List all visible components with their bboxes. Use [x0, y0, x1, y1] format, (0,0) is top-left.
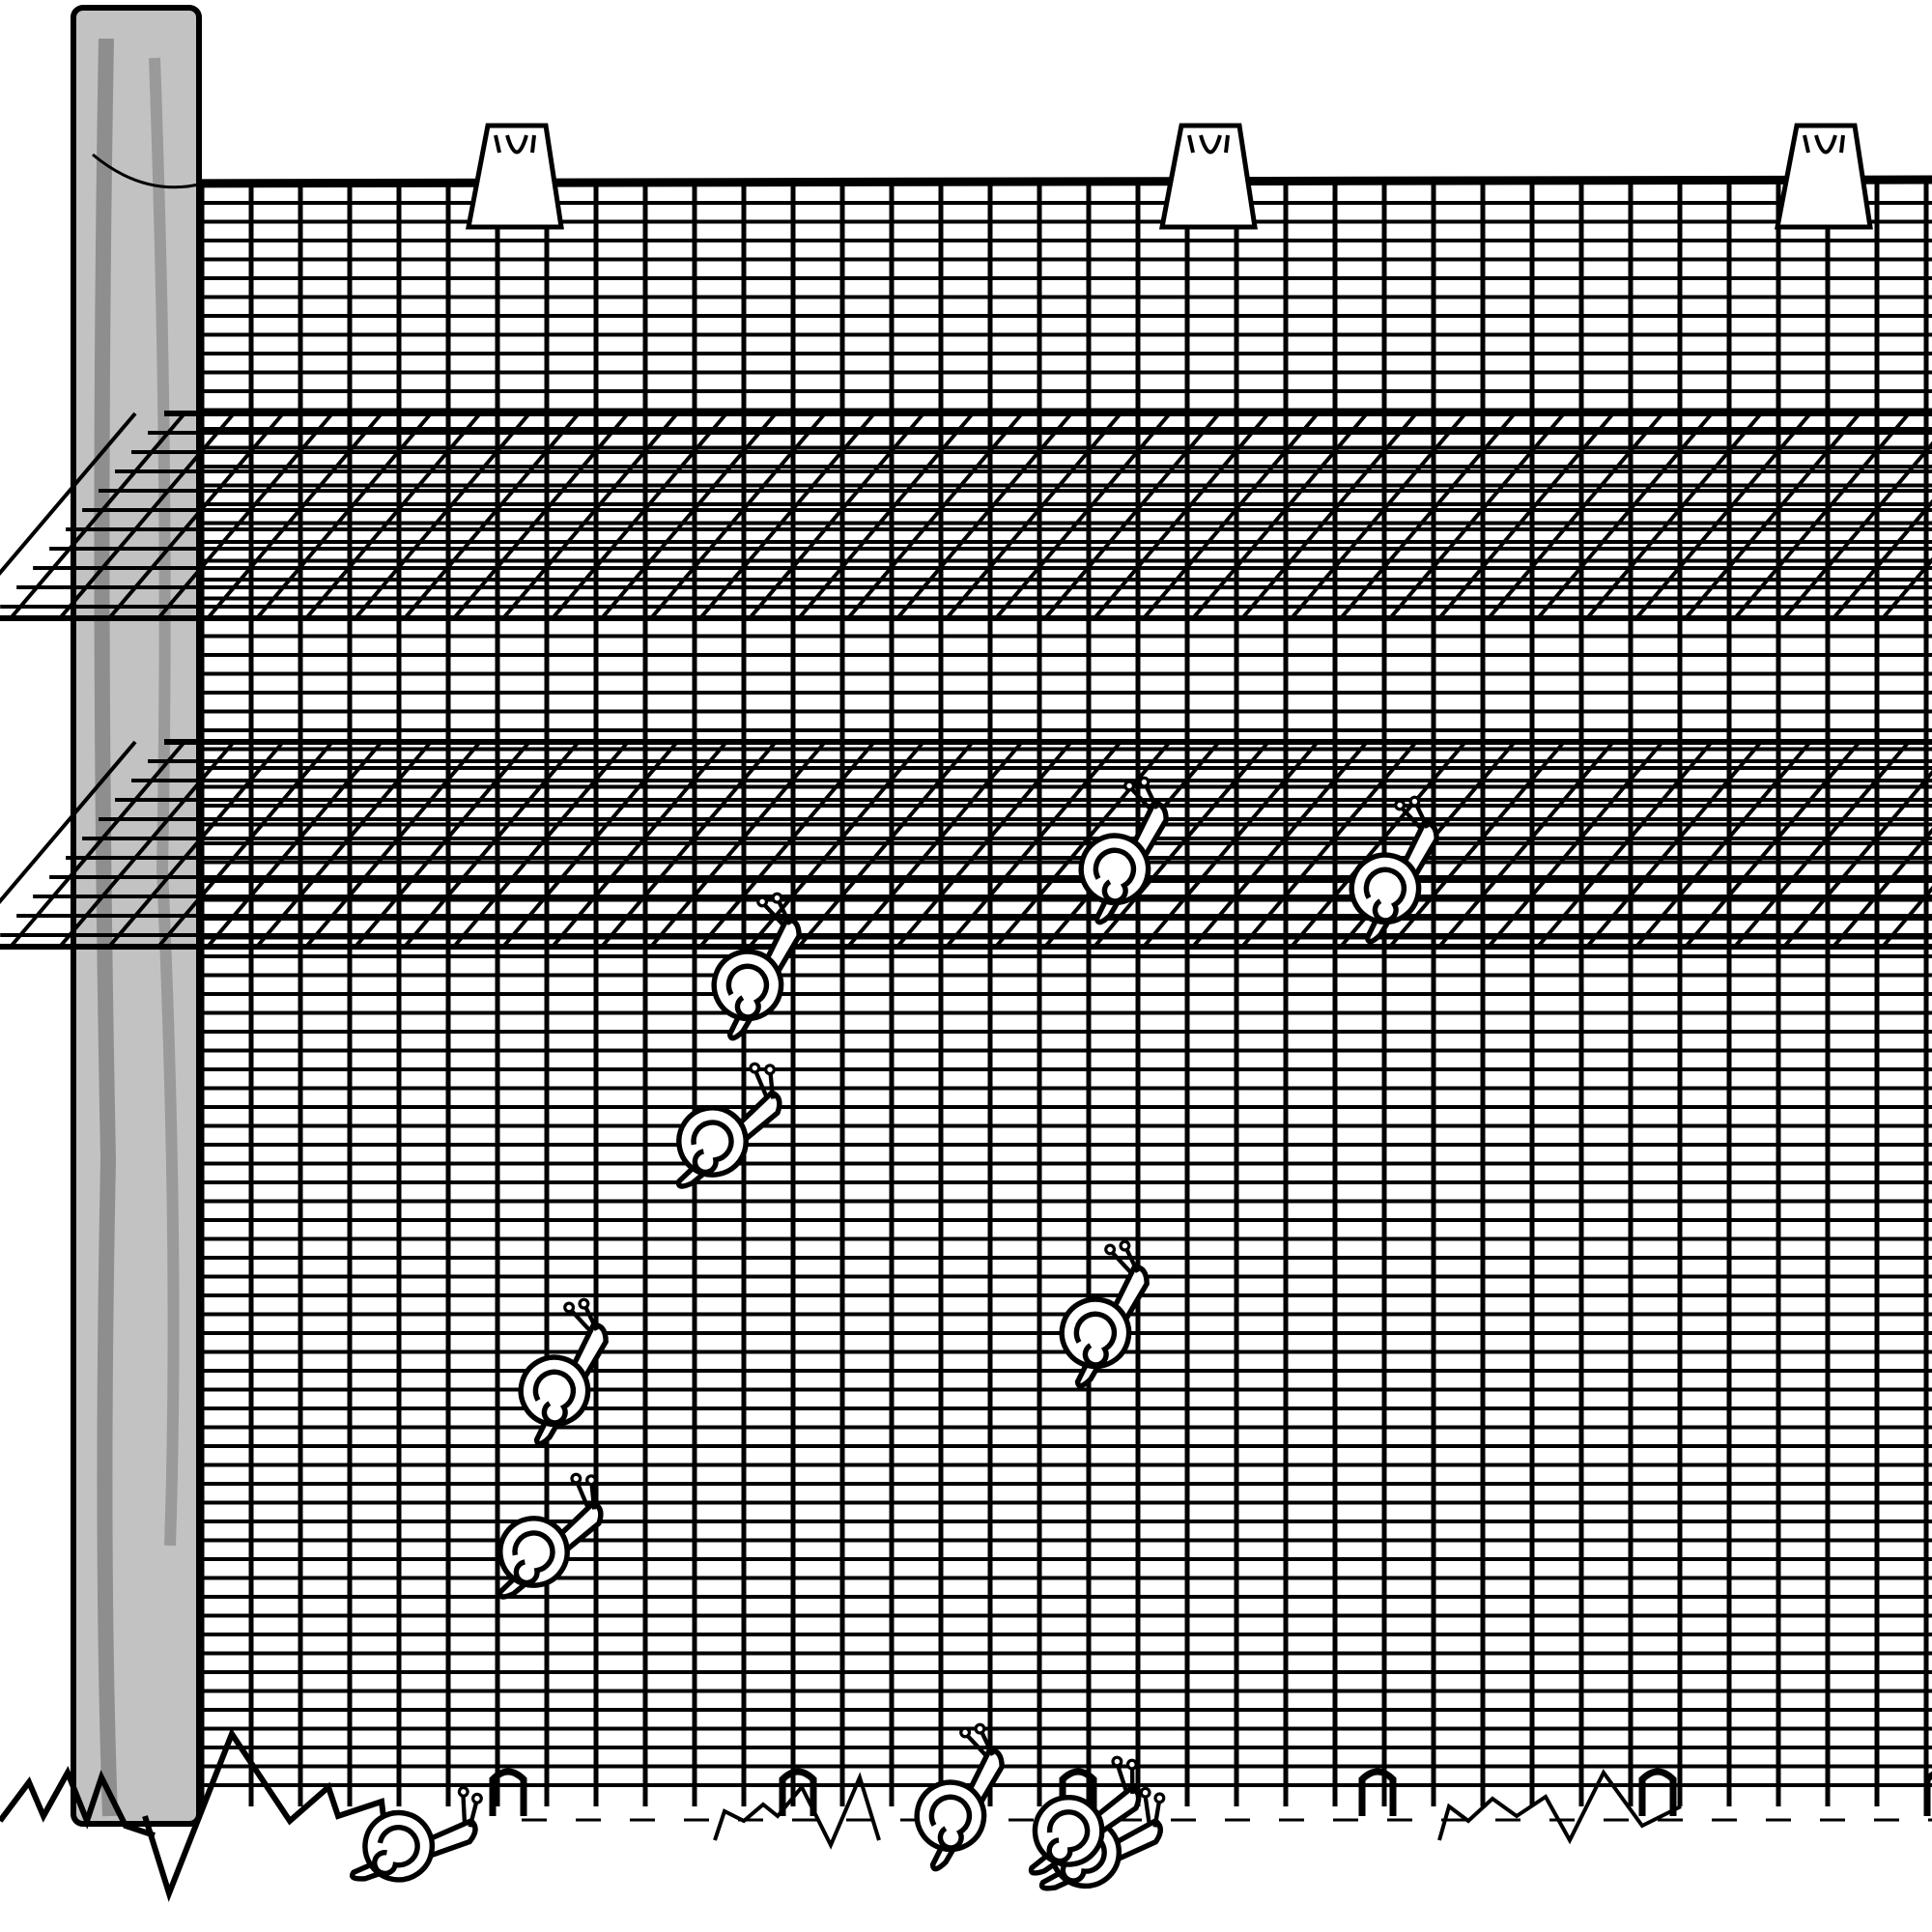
shelf-wire — [156, 412, 334, 620]
ground-staple — [1638, 1768, 1677, 1816]
ground-line — [0, 1727, 1932, 1903]
shelf-wire — [0, 740, 137, 904]
shelf-wire — [1290, 412, 1467, 620]
shelf-group — [0, 411, 1932, 950]
shelf-wire — [895, 412, 1073, 620]
shelf-wire — [58, 412, 236, 620]
shelf-wire — [107, 740, 285, 949]
shelf-wire — [600, 740, 778, 949]
ground-staple — [1923, 1771, 1932, 1816]
shelf-wire — [255, 740, 433, 949]
snail — [881, 1719, 1034, 1870]
shelf-wire — [501, 412, 679, 620]
shelf-wire — [1585, 740, 1763, 949]
shelf-wire — [1832, 498, 1932, 620]
shelf-wire — [255, 412, 433, 620]
snail — [352, 1772, 483, 1898]
shelf-wire — [600, 412, 778, 620]
shelf-wire — [1881, 556, 1932, 620]
shelf-wire — [1634, 412, 1812, 620]
mesh-clip — [1158, 123, 1258, 230]
shelf-wire — [1191, 740, 1369, 949]
shelf-wire — [0, 412, 137, 576]
shelf-wire — [9, 740, 186, 949]
shelf-wire — [1339, 412, 1517, 620]
shelf-wire — [1832, 827, 1932, 949]
ground-staple — [779, 1768, 817, 1816]
shelf-wire — [1487, 412, 1664, 620]
shelf-wire — [1536, 412, 1714, 620]
shelf-wire — [206, 740, 384, 949]
angled-barrier-shelf — [0, 411, 1932, 621]
shelf-wire — [1240, 740, 1418, 949]
snail — [661, 1061, 792, 1187]
shelf-wire — [452, 740, 630, 949]
snail — [678, 889, 831, 1039]
ground-staple — [489, 1768, 527, 1816]
shelf-wire — [1437, 412, 1615, 620]
shelf-wire — [945, 740, 1122, 949]
shelf-wire — [1684, 412, 1861, 620]
shelf-wire — [1240, 412, 1418, 620]
shelf-wire — [1437, 740, 1615, 949]
shelf-wire — [9, 412, 186, 620]
ground-staple — [1059, 1768, 1097, 1816]
shelf-wire — [846, 412, 1024, 620]
shelf-wire — [1733, 412, 1911, 620]
shelf-wire — [1191, 412, 1369, 620]
shelf-wire — [551, 412, 728, 620]
shelf-wire — [354, 740, 531, 949]
shelf-wire — [649, 412, 827, 620]
shelf-wire — [698, 740, 876, 949]
shelf-wire — [1684, 740, 1861, 949]
shelf-wire — [945, 412, 1122, 620]
shelf-wire — [551, 740, 728, 949]
shelf-wire — [649, 740, 827, 949]
shelf-wire — [748, 740, 925, 949]
shelf-wire — [206, 412, 384, 620]
shelf-wire — [846, 740, 1024, 949]
shelf-wire — [58, 740, 236, 949]
shelf-wire — [107, 412, 285, 620]
shelf-wire — [1043, 412, 1221, 620]
shelf-wire — [1536, 740, 1714, 949]
shelf-wire — [1487, 740, 1664, 949]
shelf-wire — [304, 412, 482, 620]
shelf-wire — [1782, 440, 1932, 620]
shelf-wire — [354, 412, 531, 620]
shelf-wire — [1388, 740, 1566, 949]
shelf-wire — [797, 740, 975, 949]
ground-staple — [1358, 1768, 1397, 1816]
shelf-wire — [1093, 412, 1270, 620]
shelf-wire — [501, 740, 679, 949]
shelf-wire — [304, 740, 482, 949]
shelf-wire — [1733, 740, 1911, 949]
shelf-wire — [1388, 412, 1566, 620]
shelf-wire — [1142, 412, 1320, 620]
shelf-wire — [1093, 740, 1270, 949]
angled-barrier-shelf — [0, 739, 1932, 950]
shelf-wire — [1585, 412, 1763, 620]
shelf-wire — [403, 740, 581, 949]
shelf-wire — [994, 412, 1172, 620]
shelf-wire — [1782, 769, 1932, 949]
mesh-clip — [1774, 123, 1873, 230]
mesh-clip — [465, 123, 564, 230]
shelf-wire — [156, 740, 334, 949]
shelf-wire — [1881, 885, 1932, 949]
shelf-wire — [452, 412, 630, 620]
shelf-wire — [895, 740, 1073, 949]
shelf-wire — [1142, 740, 1320, 949]
shelf-wire — [698, 412, 876, 620]
ground-staple-group — [489, 1768, 1932, 1816]
shelf-wire — [1290, 740, 1467, 949]
shelf-wire — [994, 740, 1172, 949]
shelf-wire — [797, 412, 975, 620]
clip-group — [465, 123, 1873, 230]
shelf-wire — [1634, 740, 1812, 949]
top-wire — [154, 175, 1932, 188]
shelf-wire — [403, 412, 581, 620]
shelf-wire — [748, 412, 925, 620]
